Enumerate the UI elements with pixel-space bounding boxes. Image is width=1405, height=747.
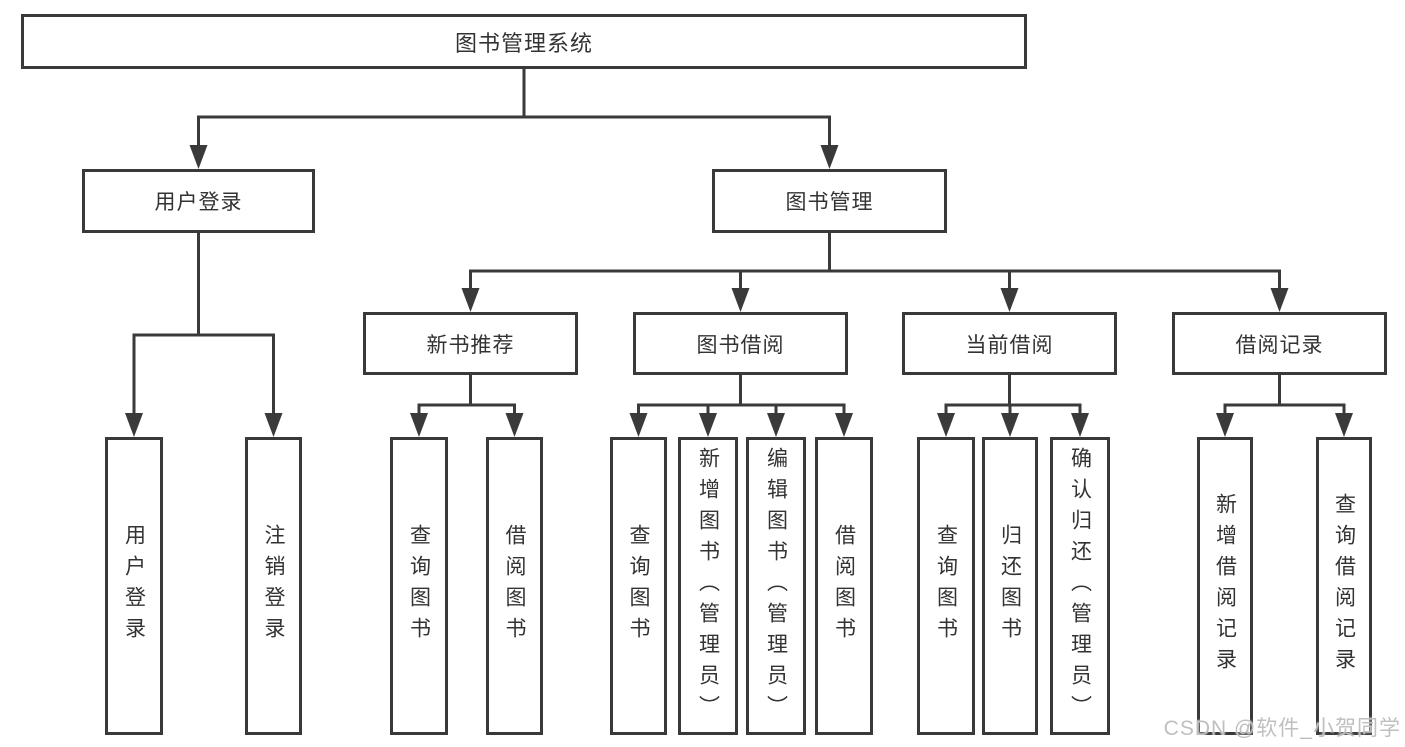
node-current-borrow-label: 当前借阅: [965, 333, 1054, 357]
node-root: 图书管理系统: [21, 14, 1027, 69]
leaf-borrow-add-label: 新增图书（管理员）: [696, 446, 720, 726]
leaf-newbook-borrow: 借阅图书: [486, 437, 543, 735]
leaf-borrow-borrow-label: 借阅图书: [832, 524, 856, 648]
leaf-user-login: 用户登录: [105, 437, 163, 735]
node-borrow-records-label: 借阅记录: [1235, 333, 1324, 357]
node-root-label: 图书管理系统: [454, 30, 593, 56]
leaf-logout-label: 注销登录: [262, 524, 285, 648]
leaf-borrow-search: 查询图书: [610, 437, 667, 735]
leaf-records-search-label: 查询借阅记录: [1332, 493, 1356, 679]
leaf-user-login-label: 用户登录: [122, 524, 146, 648]
leaf-current-search-label: 查询图书: [934, 524, 958, 648]
leaf-current-return-label: 归还图书: [998, 524, 1022, 648]
leaf-newbook-search: 查询图书: [390, 437, 448, 735]
leaf-borrow-edit-label: 编辑图书（管理员）: [764, 446, 788, 726]
leaf-current-confirm: 确认归还（管理员）: [1050, 437, 1110, 735]
leaf-logout: 注销登录: [245, 437, 302, 735]
node-user-login: 用户登录: [82, 169, 315, 233]
leaf-borrow-edit: 编辑图书（管理员）: [746, 437, 806, 735]
node-book-mgmt: 图书管理: [712, 169, 947, 233]
node-book-borrow-label: 图书借阅: [696, 333, 785, 357]
watermark: CSDN @软件_小贺同学: [1163, 717, 1401, 740]
leaf-newbook-search-label: 查询图书: [407, 524, 431, 648]
node-user-login-label: 用户登录: [154, 191, 243, 214]
leaf-current-return: 归还图书: [982, 437, 1038, 735]
node-new-books-label: 新书推荐: [426, 333, 515, 357]
leaf-records-add: 新增借阅记录: [1197, 437, 1253, 735]
node-book-mgmt-label: 图书管理: [785, 191, 874, 214]
node-borrow-records: 借阅记录: [1172, 312, 1387, 375]
leaf-current-search: 查询图书: [917, 437, 975, 735]
leaf-borrow-borrow: 借阅图书: [815, 437, 873, 735]
leaf-newbook-borrow-label: 借阅图书: [503, 524, 526, 648]
leaf-records-search: 查询借阅记录: [1316, 437, 1372, 735]
node-new-books: 新书推荐: [363, 312, 578, 375]
leaf-records-add-label: 新增借阅记录: [1213, 493, 1237, 679]
leaf-current-confirm-label: 确认归还（管理员）: [1068, 446, 1092, 726]
node-current-borrow: 当前借阅: [902, 312, 1117, 375]
leaf-borrow-add: 新增图书（管理员）: [678, 437, 738, 735]
leaf-borrow-search-label: 查询图书: [627, 524, 650, 648]
node-book-borrow: 图书借阅: [633, 312, 848, 375]
